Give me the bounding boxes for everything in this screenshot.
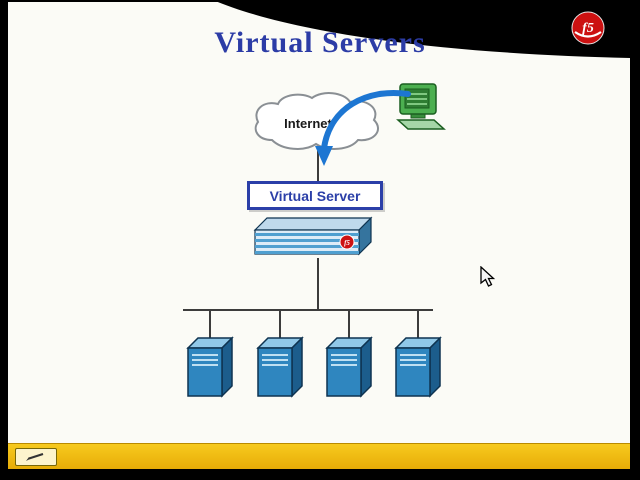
client-pc-icon [396,83,446,130]
appliance-f5-text: f5 [344,239,350,247]
server-icon [325,336,373,398]
virtual-server-box: Virtual Server [247,181,383,210]
internet-cloud: Internet [254,92,379,150]
server-icon [186,336,234,398]
virtual-server-label: Virtual Server [269,187,361,204]
pen-tool-button[interactable] [15,448,57,466]
annotation-toolbar [8,443,630,469]
network-bus [183,309,433,311]
connector-line [279,310,281,338]
connector-line [348,310,350,338]
connector-line [317,150,319,182]
internet-label: Internet [284,116,332,131]
server-icon [256,336,304,398]
f5-logo-icon: f5 [571,11,605,45]
server-icon [394,336,442,398]
f5-logo-text: f5 [582,21,594,36]
appliance-f5-badge [339,234,355,250]
connector-line [317,258,319,310]
mouse-cursor [480,266,496,287]
connector-line [209,310,211,338]
page-title: Virtual Servers [214,26,426,59]
bigip-appliance-icon: f5 [253,216,373,256]
pencil-icon [26,452,44,461]
connector-line [417,310,419,338]
